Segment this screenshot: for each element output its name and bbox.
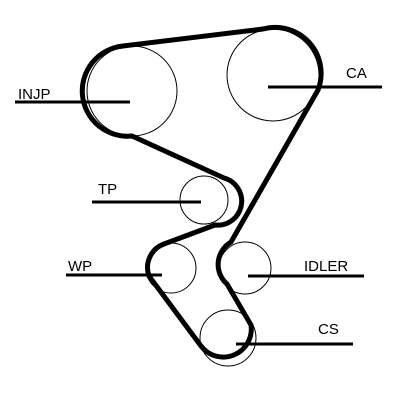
injp-label: INJP bbox=[18, 86, 51, 103]
tensioner-pulley bbox=[179, 175, 229, 225]
timing-belt bbox=[79, 24, 324, 360]
cs-label: CS bbox=[318, 321, 339, 338]
leader-lines bbox=[15, 85, 382, 346]
crankshaft-pulley bbox=[199, 309, 257, 367]
tp-label: TP bbox=[98, 181, 117, 198]
ca-label: CA bbox=[346, 65, 367, 82]
idler-label: IDLER bbox=[304, 258, 348, 275]
wp-label: WP bbox=[68, 258, 92, 275]
